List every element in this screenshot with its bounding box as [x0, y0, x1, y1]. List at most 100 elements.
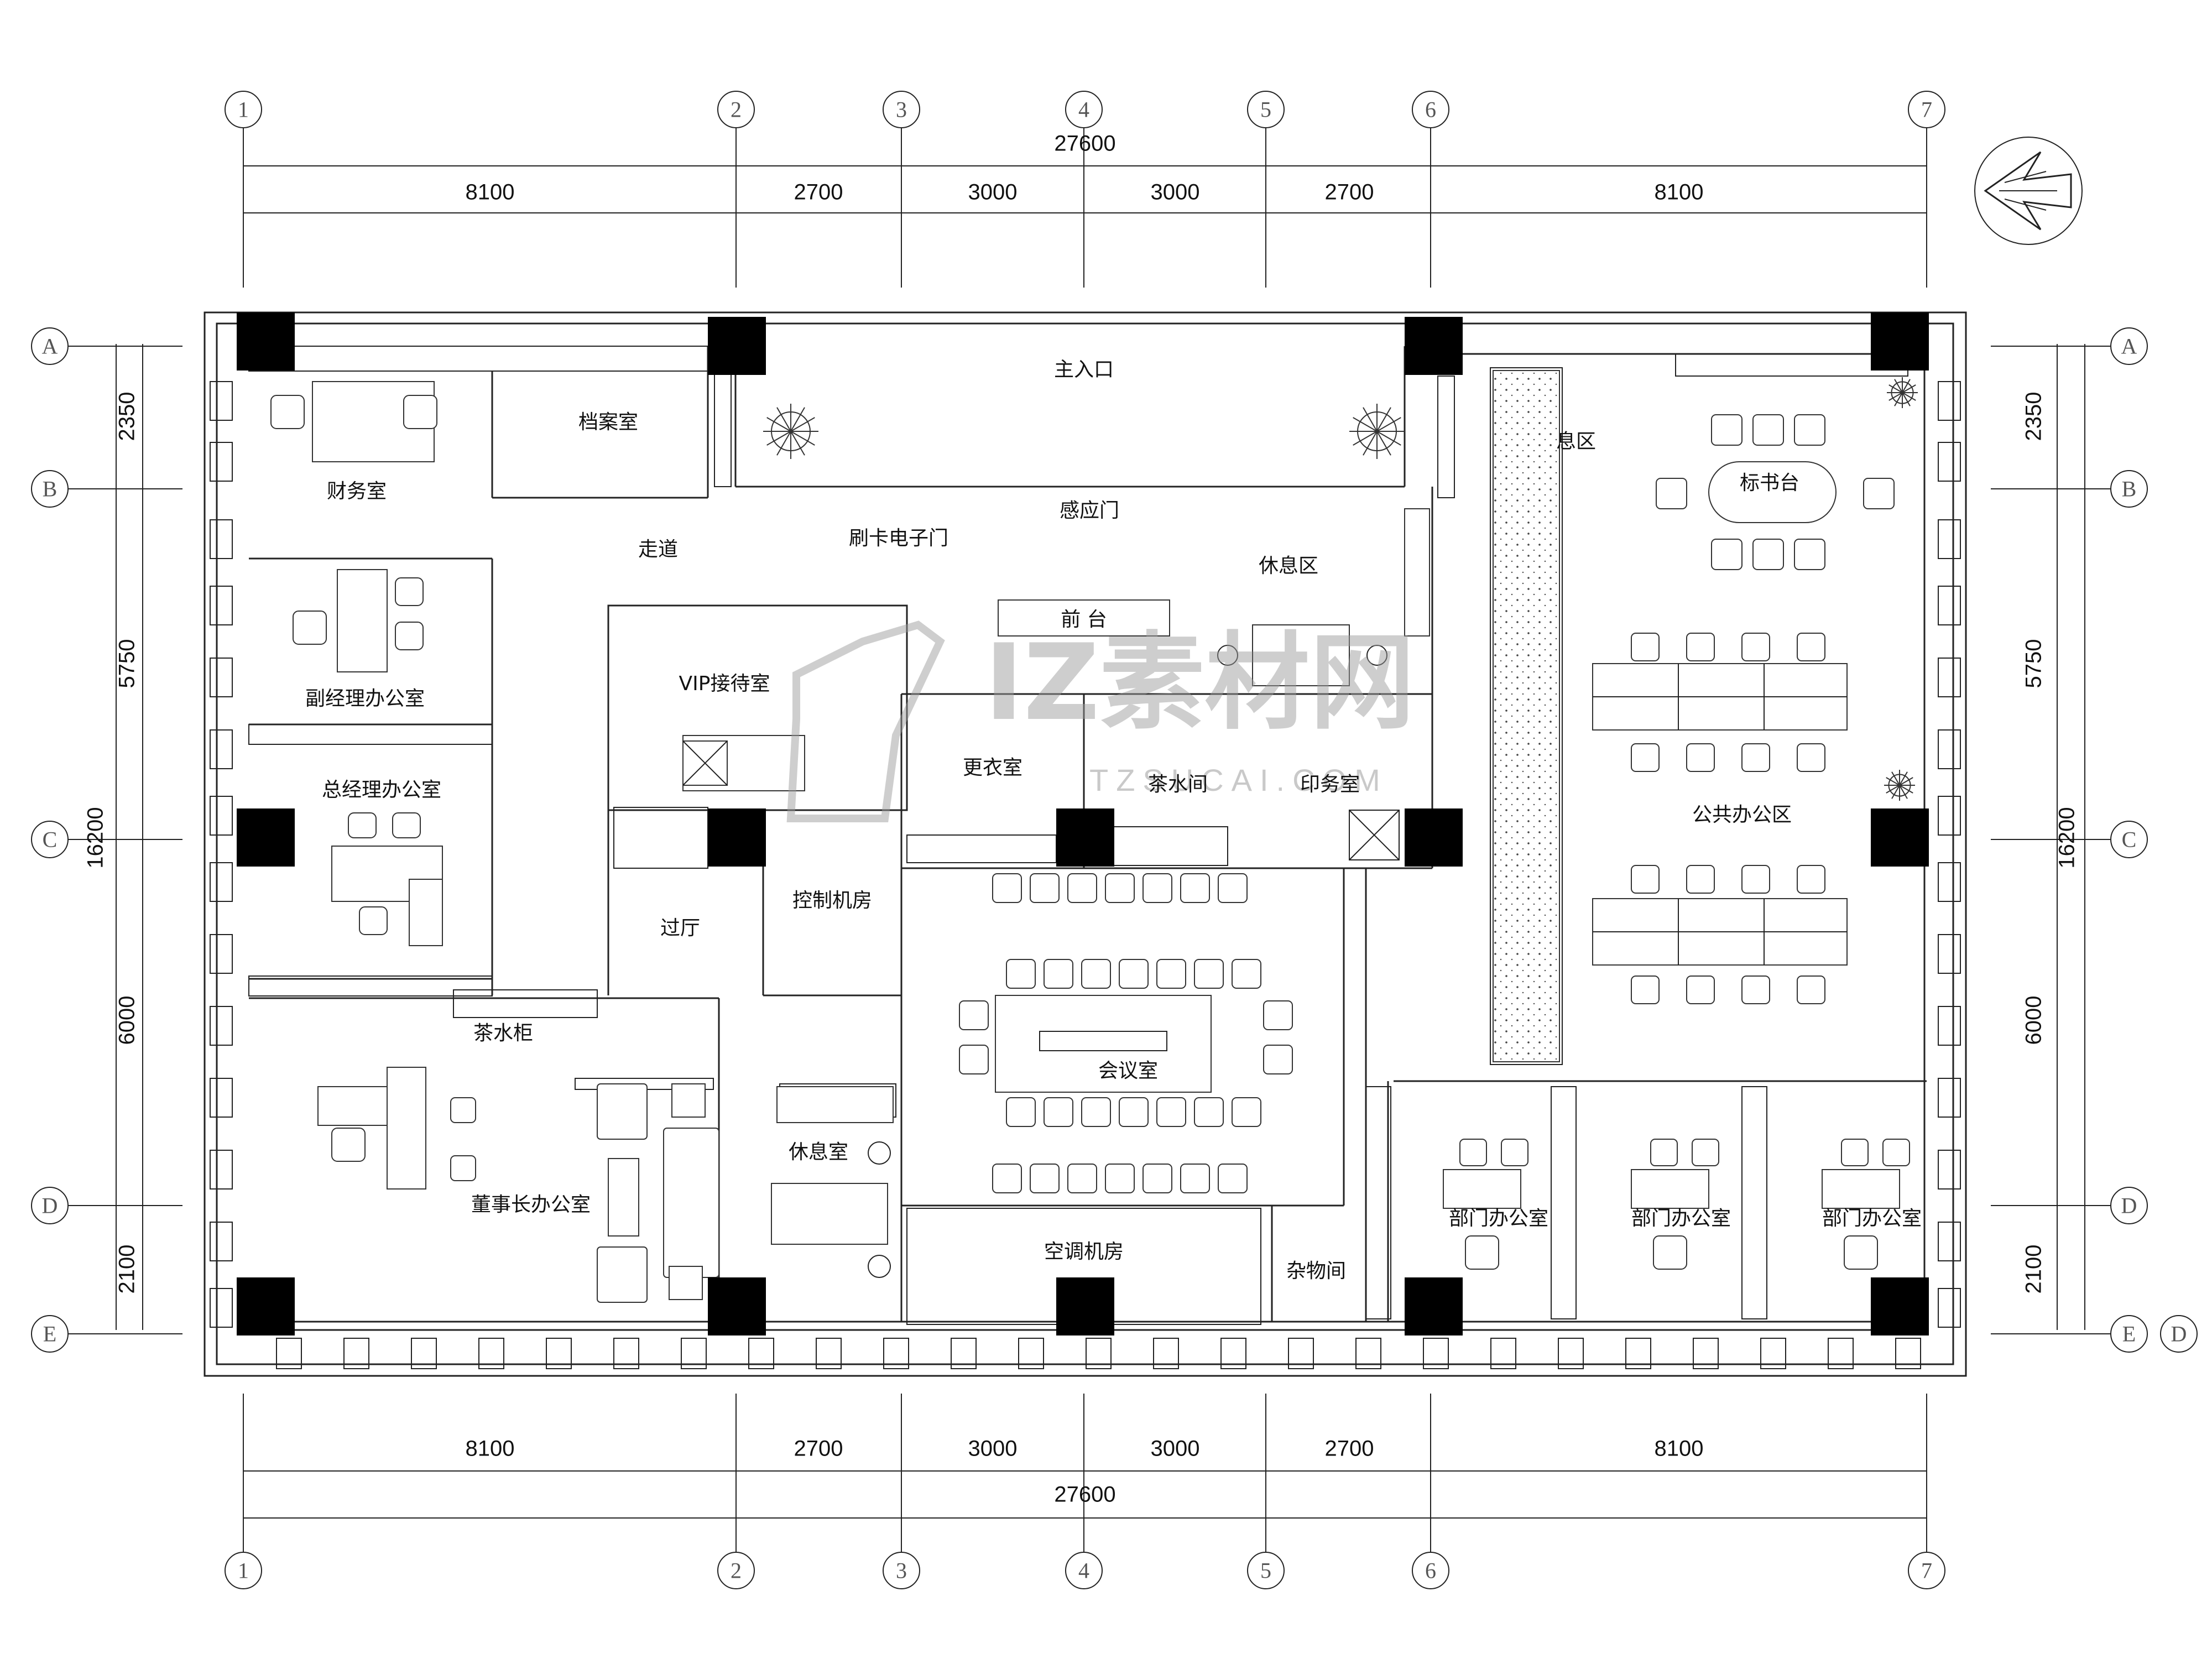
window-mullion — [1938, 1006, 1961, 1046]
window-mullion — [210, 1288, 233, 1328]
room-label-changing: 更衣室 — [963, 757, 1022, 779]
chair — [1119, 959, 1149, 989]
plant-leaf — [1899, 785, 1908, 799]
chair — [1180, 873, 1210, 903]
chair — [1631, 743, 1660, 772]
furniture — [270, 381, 1900, 1303]
chair — [1882, 1139, 1910, 1166]
structural-column — [1405, 808, 1463, 867]
chair — [1044, 959, 1073, 989]
plant-leaf — [1888, 384, 1903, 393]
window-mullion — [210, 862, 233, 902]
room-label-sensor-door: 感应门 — [1060, 499, 1119, 522]
watermark: IZ素材网 TZSUCAI.COM — [786, 620, 1415, 822]
plant-leaf — [1899, 771, 1908, 786]
bottom-dimensions: 8100 2700 3000 3000 2700 8100 27600 — [243, 1437, 1927, 1519]
row-axis-bubbles-left: A B C D E — [31, 327, 69, 1353]
plant-leaf — [1902, 392, 1911, 406]
room-label-storage: 杂物间 — [1286, 1260, 1346, 1282]
structural-column — [708, 808, 766, 867]
window-mullion — [478, 1338, 504, 1369]
axis-label: 7 — [1921, 97, 1932, 122]
bottom-total-dimension: 27600 — [1054, 1483, 1115, 1507]
room-label-ac-room: 空调机房 — [1044, 1240, 1124, 1263]
room-label-rest-room: 休息室 — [789, 1141, 848, 1164]
axis-label: B — [2122, 477, 2137, 502]
plant-leaf — [1376, 431, 1391, 456]
chair — [1711, 414, 1743, 446]
structural-column — [1871, 312, 1929, 371]
chair — [1067, 1164, 1097, 1193]
window-mullion — [210, 442, 233, 482]
window-mullion — [210, 1150, 233, 1190]
plant-outline — [771, 411, 811, 451]
plant-leaf — [776, 407, 791, 432]
chair — [959, 1045, 989, 1074]
window-mullion — [210, 796, 233, 836]
window-mullion — [1895, 1338, 1921, 1369]
chair — [1156, 1097, 1186, 1127]
window-mullion — [210, 586, 233, 625]
window-mullion — [1938, 586, 1961, 625]
chair — [1797, 975, 1825, 1004]
chair — [1631, 633, 1660, 661]
window-mullion — [1938, 1288, 1961, 1328]
right-dimension-segment: 2100 — [2022, 1245, 2046, 1294]
chair — [1232, 1097, 1261, 1127]
plant-leaf — [1894, 392, 1903, 406]
window-mullion — [951, 1338, 977, 1369]
chair — [1156, 959, 1186, 989]
bottom-dimension-segment: 8100 — [466, 1437, 515, 1461]
column-axis-bubbles-bottom: 1 2 3 4 5 6 7 — [225, 1552, 1945, 1589]
left-dimension-segment: 2350 — [115, 392, 139, 441]
chair — [1067, 873, 1097, 903]
chair — [1105, 1164, 1135, 1193]
window-mullion — [681, 1338, 707, 1369]
bottom-dimension-segment: 2700 — [794, 1437, 843, 1461]
window-mullion — [411, 1338, 437, 1369]
window-mullion — [1355, 1338, 1381, 1369]
axis-label: A — [2121, 334, 2137, 359]
room-label-lounge-partial: 息区 — [1556, 430, 1596, 453]
room-label-tea-room: 茶水间 — [1148, 773, 1208, 796]
structural-column — [708, 1277, 766, 1335]
chair — [1180, 1164, 1210, 1193]
plant-icon — [763, 377, 1918, 801]
window-mullion — [1938, 1078, 1961, 1118]
window-mullion — [210, 1006, 233, 1046]
axis-label: E — [43, 1322, 56, 1347]
chair — [1794, 539, 1825, 570]
plant-leaf — [1353, 417, 1378, 432]
chair — [1650, 1139, 1678, 1166]
plant-leaf — [1363, 431, 1378, 456]
room-label-bid-table: 标书台 — [1740, 472, 1799, 494]
window-mullion — [1938, 862, 1961, 902]
window-mullion — [1558, 1338, 1584, 1369]
chair — [1741, 633, 1770, 661]
room-label-general-manager: 总经理办公室 — [322, 779, 441, 801]
room-label-dept-office: 部门办公室 — [1449, 1207, 1548, 1230]
chair — [1711, 539, 1743, 570]
plant-leaf — [1888, 392, 1903, 401]
plant-leaf — [1891, 771, 1900, 786]
window-mullion — [1086, 1338, 1112, 1369]
axis-label: 2 — [731, 97, 742, 122]
window-mullion — [1693, 1338, 1719, 1369]
chair — [1686, 975, 1715, 1004]
structural-column — [1056, 808, 1114, 867]
window-mullion — [546, 1338, 572, 1369]
axis-label: B — [43, 477, 58, 502]
room-label-control-room: 控制机房 — [792, 889, 872, 912]
window-mullion — [210, 1222, 233, 1261]
plant-leaf — [1891, 785, 1900, 799]
window-mullion — [1938, 796, 1961, 836]
bottom-dimension-segment: 3000 — [1151, 1437, 1200, 1461]
axis-label: C — [43, 827, 58, 852]
room-label-main-entrance: 主入口 — [1054, 358, 1114, 381]
axis-label: 3 — [896, 97, 907, 122]
row-axis-bubbles-right: A B C D E D — [2110, 327, 2198, 1353]
structural-column — [1871, 1277, 1929, 1335]
top-dimension-segment: 3000 — [968, 180, 1018, 205]
window-mullion — [1153, 1338, 1179, 1369]
chair — [1797, 865, 1825, 894]
